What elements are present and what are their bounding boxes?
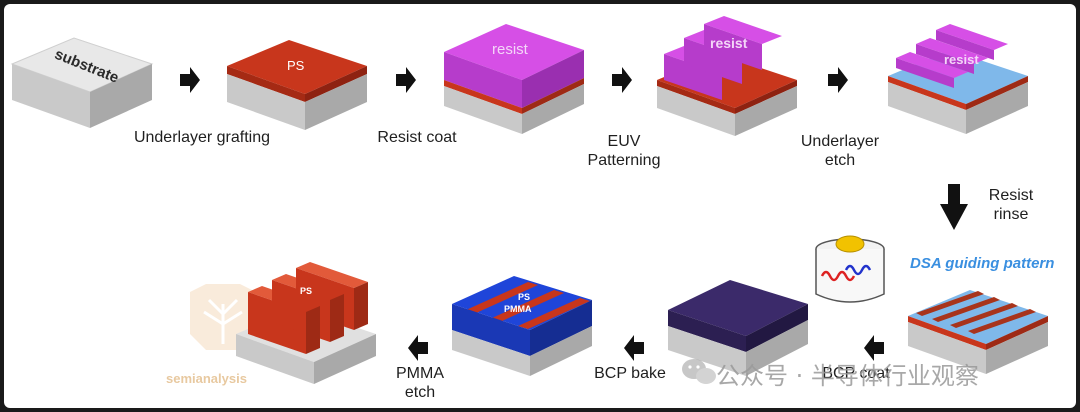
pmma-bake-label: PMMA [504, 304, 532, 314]
resist-euv-label: resist [710, 35, 748, 51]
process-flow-diagram: substrate PS resist [4, 4, 1076, 408]
arrow-right-icon [180, 67, 200, 93]
ps-final-label: PS [300, 286, 312, 296]
block-substrate: substrate [10, 37, 154, 128]
wechat-watermark: 公众号 · 半导体行业观察 [716, 362, 979, 390]
step-label-euv-line1: EUV [607, 133, 641, 150]
block-ps-lines-final: PS [236, 262, 376, 384]
step-label-resist-rinse-line1: Resist [988, 187, 1034, 204]
arrow-right-icon [828, 67, 848, 93]
step-label-bcp-coat: BCP coat [822, 365, 890, 382]
dsa-guiding-pattern-label: DSA guiding pattern [910, 255, 1055, 272]
step-label-resist-rinse-line2: rinse [993, 206, 1029, 223]
resist-etch-label: resist [944, 52, 979, 67]
block-bcp-bake: PS PMMA [452, 276, 592, 376]
block-resist: resist [444, 24, 584, 134]
arrow-down-icon [940, 184, 968, 230]
arrow-left-icon [408, 335, 428, 361]
step-label-pmma-etch-line2: etch [404, 384, 436, 401]
semianalysis-watermark: semianalysis [166, 371, 247, 386]
step-label-resist-coat: Resist coat [377, 129, 457, 146]
diagram-canvas: substrate PS resist [10, 16, 1048, 384]
block-ps: PS [227, 40, 367, 130]
block-underlayer-etch: resist [888, 24, 1028, 134]
resist-label: resist [492, 41, 529, 58]
wechat-icon [682, 359, 716, 384]
step-label-underlayer-grafting: Underlayer grafting [133, 129, 271, 146]
step-label-underlayer-etch-line2: etch [824, 152, 856, 169]
step-label-underlayer-etch-line1: Underlayer [800, 133, 880, 150]
step-label-bcp-bake: BCP bake [594, 365, 666, 382]
block-bcp-coat [668, 280, 808, 376]
arrow-right-icon [612, 67, 632, 93]
bcp-jar-icon [815, 235, 885, 303]
arrow-right-icon [396, 67, 416, 93]
arrow-left-icon [624, 335, 644, 361]
block-dsa-guiding-pattern [908, 290, 1048, 374]
step-label-euv-line2: Patterning [587, 152, 661, 169]
ps-label: PS [287, 58, 305, 73]
ps-bake-label: PS [518, 292, 530, 302]
block-euv-pattern: resist [657, 16, 797, 136]
step-label-pmma-etch-line1: PMMA [396, 365, 444, 382]
arrow-left-icon [864, 335, 884, 361]
